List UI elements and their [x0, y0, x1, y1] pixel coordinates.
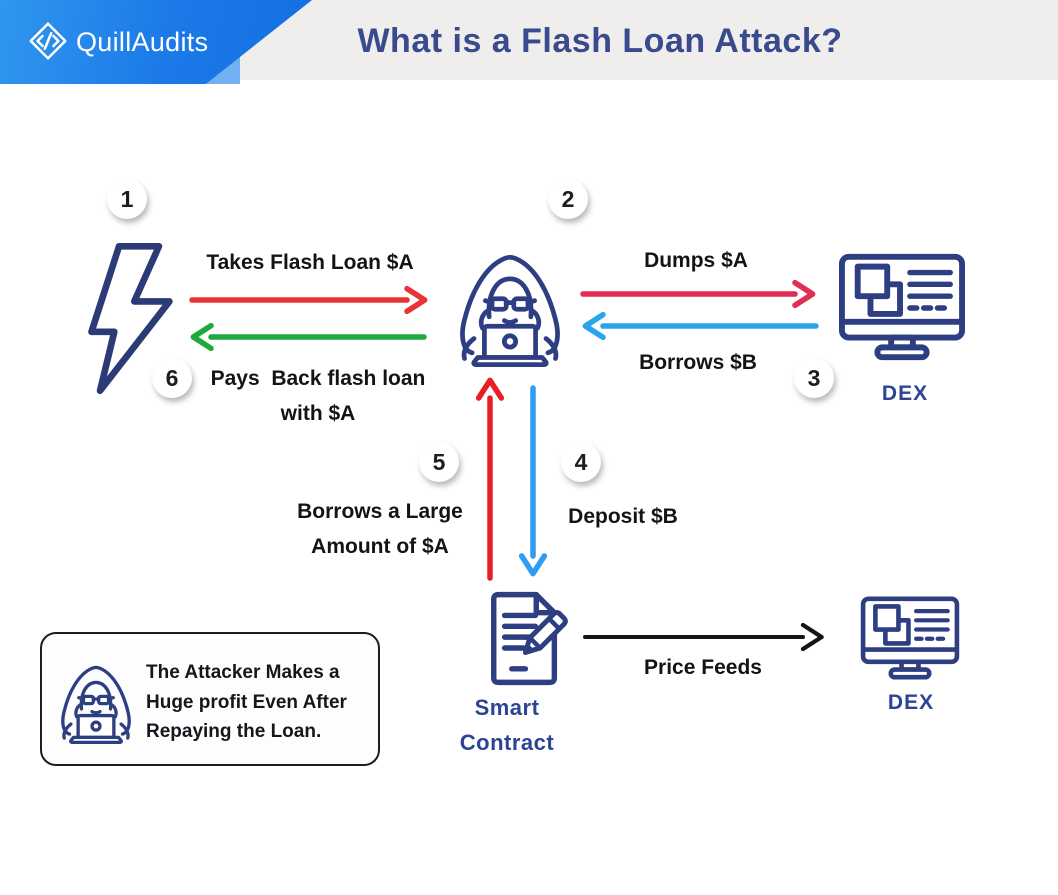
pays-back-line2: with $A	[280, 402, 356, 425]
note-line1: The Attacker Makes a	[146, 662, 340, 683]
lightning-bolt-icon	[88, 243, 173, 395]
brand-name: QuillAudits	[76, 27, 209, 57]
dex-monitor-icon	[860, 594, 960, 682]
dumps-label: Dumps $A	[644, 249, 748, 272]
smart-contract-label: Smart Contract	[427, 690, 587, 760]
smart-contract-icon	[482, 591, 567, 686]
step-badge-6: 6	[152, 358, 192, 398]
step-badge-4: 4	[561, 442, 601, 482]
dex-top-label: DEX	[881, 382, 929, 405]
price-feeds-label: Price Feeds	[644, 656, 762, 679]
pays-back-label: Pays Back flash loan with $A	[202, 361, 434, 431]
borrows-large-line1: Borrows a Large	[297, 500, 463, 523]
borrows-large-label: Borrows a Large Amount of $A	[270, 494, 490, 564]
hacker-icon	[452, 241, 568, 367]
quillaudits-logo-icon	[29, 22, 67, 60]
dex-bottom-label: DEX	[887, 691, 935, 714]
smart-contract-line2: Contract	[459, 730, 555, 755]
step-badge-2: 2	[548, 179, 588, 219]
attacker-profit-note: The Attacker Makes a Huge profit Even Af…	[40, 632, 380, 766]
hacker-icon	[61, 665, 131, 745]
borrows-b-label: Borrows $B	[639, 351, 757, 374]
pays-back-line1: Pays Back flash loan	[210, 367, 426, 390]
step-badge-1: 1	[107, 179, 147, 219]
page-title: What is a Flash Loan Attack?	[357, 22, 843, 60]
step-badge-3: 3	[794, 358, 834, 398]
deposit-b-label: Deposit $B	[568, 505, 678, 528]
borrows-large-line2: Amount of $A	[311, 535, 449, 558]
takes-flash-loan-label: Takes Flash Loan $A	[206, 251, 414, 274]
note-line2: Huge profit Even After	[146, 691, 347, 713]
note-line3: Repaying the Loan.	[146, 721, 322, 742]
step-badge-5: 5	[419, 442, 459, 482]
smart-contract-line1: Smart	[474, 695, 540, 720]
dex-monitor-icon	[838, 252, 966, 362]
note-text: The Attacker Makes a Huge profit Even Af…	[146, 658, 347, 747]
